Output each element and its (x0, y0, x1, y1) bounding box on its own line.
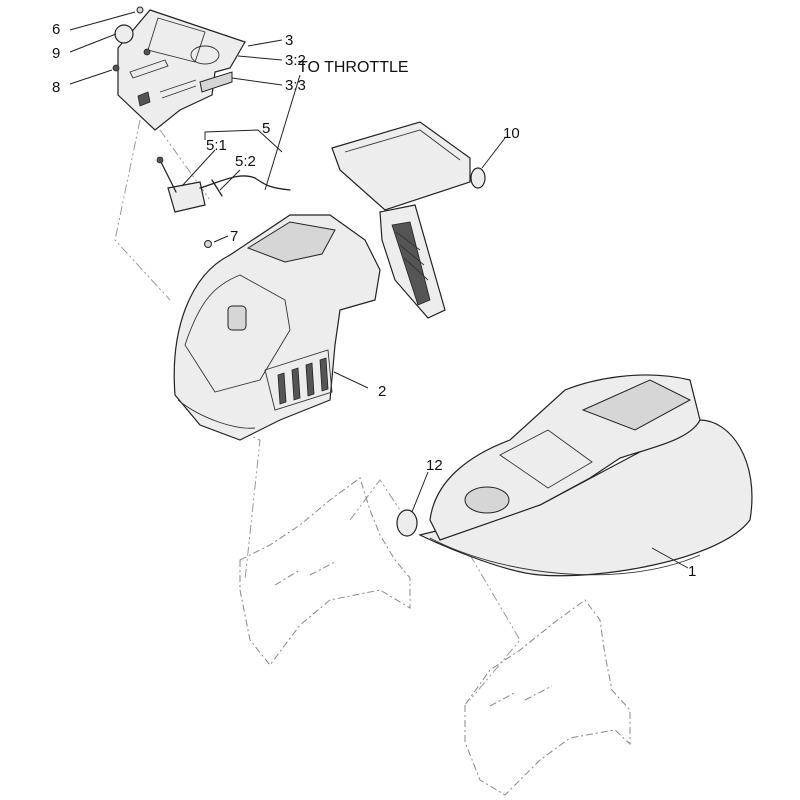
seat-storage-bin (499, 429, 593, 489)
callout-5-2: 5:2 (235, 153, 256, 170)
leader-3-2 (237, 55, 283, 61)
callout-3-2: 3:2 (285, 52, 306, 69)
leader-1 (651, 547, 689, 569)
console-housing-part-2 (173, 214, 381, 441)
console-tray (184, 274, 291, 393)
callout-1: 1 (688, 563, 696, 580)
callout-3: 3 (285, 32, 293, 49)
mount-bracket (331, 121, 471, 319)
panel-display-window (147, 17, 206, 63)
seat-top-pad (581, 379, 692, 431)
phantom-side-panel-left (239, 477, 411, 666)
callout-6: 6 (52, 21, 60, 38)
console-top-pad (246, 221, 336, 263)
callout-10: 10 (503, 125, 520, 142)
phantom-side-panel-right (464, 599, 631, 796)
callout-5: 5 (262, 120, 270, 137)
knob-part-6 (136, 6, 144, 14)
callout-3-3: 3:3 (285, 77, 306, 94)
panel-indicator (143, 48, 151, 56)
console-vent-slats (277, 357, 329, 405)
leader-6 (69, 11, 136, 31)
panel-decal-3-2 (159, 79, 197, 99)
nut-part-7 (204, 240, 212, 248)
callout-12: 12 (426, 457, 443, 474)
leader-to-throttle (264, 74, 301, 191)
seat-lower-edge (429, 537, 701, 576)
console-cupholder-boss (227, 305, 247, 331)
throttle-cable (254, 177, 291, 191)
leader-12 (411, 471, 429, 513)
leader-2 (333, 371, 369, 389)
console-bottom-edge (177, 399, 256, 429)
callout-2: 2 (378, 383, 386, 400)
leader-10 (481, 137, 506, 169)
seat-pan-part-1 (418, 374, 753, 577)
leader-8 (69, 69, 113, 85)
screw-part-8 (112, 64, 120, 72)
grommet-part-12 (396, 509, 418, 537)
annotation-to-throttle: TO THROTTLE (298, 59, 409, 76)
panel-decal-3-3 (199, 71, 233, 93)
leader-3 (247, 39, 283, 47)
leader-5-1 (181, 149, 216, 187)
callout-7: 7 (230, 228, 238, 245)
throttle-assembly-part-5 (156, 156, 291, 213)
leader-3-3 (231, 77, 283, 86)
leader-5-2 (219, 169, 241, 191)
panel-lever-slot (129, 59, 169, 79)
clip-part-10 (470, 167, 486, 189)
leader-lines (69, 11, 689, 569)
console-vent-frame (264, 349, 333, 411)
callout-8: 8 (52, 79, 60, 96)
panel-switch (137, 91, 151, 107)
callout-5-1: 5:1 (206, 137, 227, 154)
seat-cupholder (464, 486, 510, 514)
leader-7 (213, 235, 229, 243)
leader-9 (69, 33, 117, 53)
control-panel-part-3 (117, 9, 246, 131)
knob-part-9 (114, 24, 134, 44)
callout-9: 9 (52, 45, 60, 62)
leader-5-bracket (204, 129, 283, 153)
panel-key-hole (190, 45, 220, 65)
